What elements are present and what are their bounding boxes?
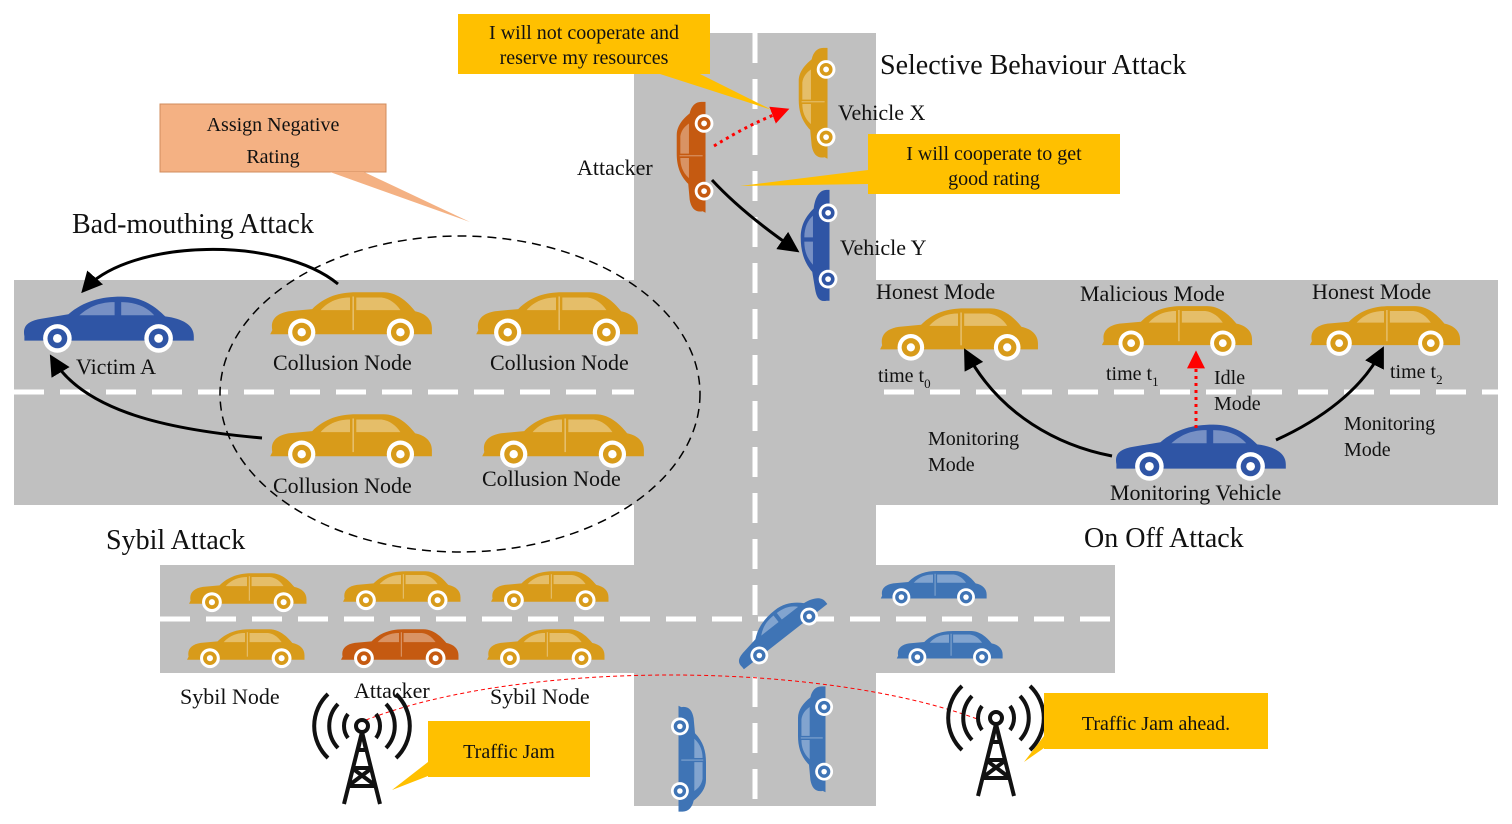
sybil-group: Sybil Attack Sybil Node Attacker Sybil N… [106, 525, 609, 709]
negative-rating-callout [159, 103, 387, 173]
sybil-node-label-2: Sybil Node [490, 684, 590, 709]
tower-link-dashed [365, 674, 981, 721]
badmouthing-group: Assign Negative Rating Bad-mouthing Atta… [23, 103, 701, 553]
collusion-label-3: Collusion Node [273, 473, 412, 498]
time-t2-label: time t2 [1390, 361, 1443, 387]
cooperate-callout [868, 134, 1120, 194]
selective-behaviour-group: Selective Behaviour Attack I will not co… [458, 14, 1186, 301]
sybil-attack-title: Sybil Attack [106, 525, 245, 556]
time-t0-label: time t0 [878, 365, 931, 391]
tower-right-icon [946, 684, 1046, 798]
cooperate-text-1: I will cooperate to get [906, 143, 1082, 165]
monitoring-mode-right-1: Monitoring [1344, 413, 1435, 435]
negative-rating-text-2: Rating [246, 146, 299, 168]
traffic-jam-callout-pointer [392, 762, 428, 790]
monitoring-mode-right-2: Mode [1344, 439, 1391, 461]
traffic-jam-callout [428, 721, 590, 777]
badmouth-arrow-top [81, 248, 339, 294]
onoff-group: Honest Mode Malicious Mode Honest Mode t… [876, 279, 1461, 554]
collusion-boundary [219, 235, 701, 553]
attacker-top-label: Attacker [577, 155, 653, 180]
negative-rating-callout-pointer [330, 172, 470, 222]
traffic-jam-ahead-callout-pointer [1024, 736, 1044, 762]
selective-attack-title: Selective Behaviour Attack [880, 50, 1186, 81]
not-cooperate-callout-pointer [660, 74, 772, 110]
not-cooperate-text-1: I will not cooperate and [489, 22, 679, 44]
not-cooperate-text-2: reserve my resources [500, 47, 669, 69]
traffic-jam-ahead-text: Traffic Jam ahead. [1082, 713, 1230, 735]
traffic-jam-text: Traffic Jam [463, 741, 555, 763]
cooperate-callout-pointer [740, 170, 868, 186]
malicious-mode-label: Malicious Mode [1080, 281, 1225, 306]
monitor-to-t2-arrow [1275, 346, 1384, 442]
traffic-jam-ahead-callout [1044, 693, 1268, 749]
badmouthing-attack-title: Bad-mouthing Attack [72, 209, 314, 240]
honest-mode-label-1: Honest Mode [876, 279, 995, 304]
victim-label: Victim A [76, 354, 156, 379]
vehicle-x-label: Vehicle X [838, 100, 925, 125]
idle-mode-label-1: Idle [1214, 367, 1245, 389]
collusion-label-2: Collusion Node [490, 350, 629, 375]
collusion-label-4: Collusion Node [482, 466, 621, 491]
collusion-label-1: Collusion Node [273, 350, 412, 375]
sybil-node-label-1: Sybil Node [180, 684, 280, 709]
vehicle-y-label: Vehicle Y [840, 235, 927, 260]
sybil-attacker-label: Attacker [354, 678, 430, 703]
not-cooperate-callout [458, 14, 710, 74]
roads [14, 33, 1498, 806]
monitor-to-t0-arrow [964, 348, 1113, 458]
idle-mode-label-2: Mode [1214, 393, 1261, 415]
time-t1-label: time t1 [1106, 363, 1159, 389]
attacker-to-y-arrow [710, 178, 800, 253]
onoff-attack-title: On Off Attack [1084, 523, 1244, 554]
monitoring-vehicle-label: Monitoring Vehicle [1110, 480, 1281, 505]
badmouth-arrow-bottom [49, 354, 263, 440]
attacker-to-x-arrow [713, 106, 790, 148]
negative-rating-text-1: Assign Negative [207, 114, 340, 136]
honest-mode-label-2: Honest Mode [1312, 279, 1431, 304]
monitoring-mode-left-1: Monitoring [928, 428, 1019, 450]
tower-group: Traffic Jam Traffic Jam ahead. [312, 674, 1268, 806]
cooperate-text-2: good rating [948, 168, 1040, 190]
monitoring-mode-left-2: Mode [928, 454, 975, 476]
